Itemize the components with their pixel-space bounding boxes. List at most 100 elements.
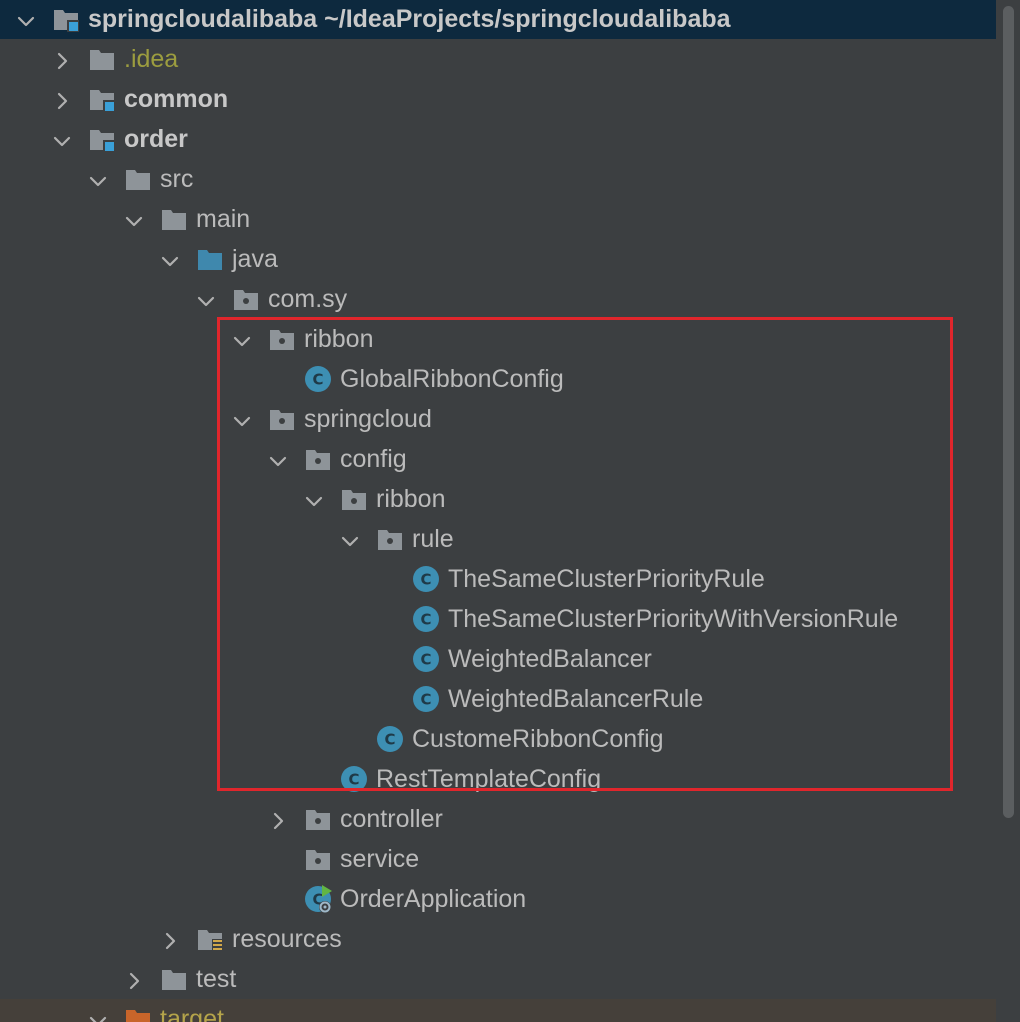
- chevron-right-icon[interactable]: [52, 89, 72, 110]
- tree-item-name: WeightedBalancerRule: [448, 685, 704, 713]
- tree-row-service[interactable]: service: [0, 839, 996, 879]
- resources-folder-icon: [196, 925, 224, 953]
- tree-item-name: java: [232, 245, 278, 273]
- tree-item-name: springcloudalibaba: [88, 5, 318, 33]
- tree-item-name: main: [196, 205, 251, 233]
- chevron-down-icon[interactable]: [232, 329, 252, 349]
- tree-item-label: OrderApplication: [340, 879, 526, 919]
- tree-item-label: ribbon: [376, 479, 446, 519]
- tree-row-idea[interactable]: .idea: [0, 39, 996, 79]
- tree-item-name: CustomeRibbonConfig: [412, 725, 664, 753]
- tree-row-customeribbonconfig[interactable]: C CustomeRibbonConfig: [0, 719, 996, 759]
- tree-row-ribbon[interactable]: ribbon: [0, 319, 996, 359]
- tree-row-thesameclusterprioritywithversionrule[interactable]: C TheSameClusterPriorityWithVersionRule: [0, 599, 996, 639]
- class-icon: C: [412, 605, 440, 633]
- tree-item-name: .idea: [124, 45, 179, 73]
- class-icon: C: [412, 565, 440, 593]
- tree-item-label: .idea: [124, 39, 178, 79]
- chevron-down-icon[interactable]: [88, 1009, 108, 1022]
- tree-row-config[interactable]: config: [0, 439, 996, 479]
- tree-row-java[interactable]: java: [0, 239, 996, 279]
- chevron-down-icon[interactable]: [52, 129, 72, 149]
- tree-item-name: service: [340, 845, 420, 873]
- chevron-right-icon[interactable]: [52, 49, 72, 70]
- source-root-folder-icon: [196, 245, 224, 273]
- tree-item-label: springcloud: [304, 399, 432, 439]
- chevron-down-icon[interactable]: [88, 169, 108, 189]
- tree-row-weightedbalancerrule[interactable]: C WeightedBalancerRule: [0, 679, 996, 719]
- tree-item-label: service: [340, 839, 419, 879]
- tree-row-main[interactable]: main: [0, 199, 996, 239]
- tree-item-name: springcloud: [304, 405, 432, 433]
- highlight-box: [217, 317, 953, 791]
- tree-row-controller[interactable]: controller: [0, 799, 996, 839]
- class-icon: C: [376, 725, 404, 753]
- chevron-down-icon[interactable]: [304, 489, 324, 509]
- tree-row-test[interactable]: test: [0, 959, 996, 999]
- tree-row-rule[interactable]: rule: [0, 519, 996, 559]
- tree-item-label: controller: [340, 799, 443, 839]
- vertical-scrollbar[interactable]: [998, 0, 1020, 1022]
- tree-row-src[interactable]: src: [0, 159, 996, 199]
- class-icon: C: [412, 645, 440, 673]
- tree-item-label: WeightedBalancerRule: [448, 679, 703, 719]
- tree-item-label: GlobalRibbonConfig: [340, 359, 564, 399]
- package-icon: [376, 525, 404, 553]
- tree-row-common[interactable]: common: [0, 79, 996, 119]
- tree-item-label: TheSameClusterPriorityRule: [448, 559, 765, 599]
- svg-text:C: C: [420, 571, 431, 589]
- tree-item-name: target: [160, 1005, 224, 1022]
- chevron-down-icon[interactable]: [340, 529, 360, 549]
- chevron-down-icon[interactable]: [124, 209, 144, 229]
- folder-icon: [160, 965, 188, 993]
- tree-row-springcloudalibaba[interactable]: springcloudalibaba ~/IdeaProjects/spring…: [0, 0, 996, 39]
- tree-row-target[interactable]: target: [0, 999, 996, 1022]
- tree-item-name: com.sy: [268, 285, 348, 313]
- class-icon: C: [340, 765, 368, 793]
- tree-item-name: common: [124, 85, 229, 113]
- chevron-down-icon[interactable]: [16, 9, 36, 29]
- tree-item-label: java: [232, 239, 278, 279]
- tree-item-label: test: [196, 959, 236, 999]
- tree-item-name: controller: [340, 805, 443, 833]
- package-icon: [340, 485, 368, 513]
- tree-row-resources[interactable]: resources: [0, 919, 996, 959]
- chevron-right-icon[interactable]: [268, 809, 288, 830]
- folder-icon: [124, 165, 152, 193]
- tree-row-order[interactable]: order: [0, 119, 996, 159]
- package-icon: [268, 325, 296, 353]
- tree-item-label: main: [196, 199, 250, 239]
- tree-item-label: order: [124, 119, 188, 159]
- chevron-right-icon[interactable]: [124, 969, 144, 990]
- tree-item-label: TheSameClusterPriorityWithVersionRule: [448, 599, 898, 639]
- scrollbar-thumb[interactable]: [1003, 6, 1014, 818]
- chevron-down-icon[interactable]: [196, 289, 216, 309]
- tree-item-label: common: [124, 79, 228, 119]
- tree-item-name: config: [340, 445, 407, 473]
- module-folder-icon: [88, 85, 116, 113]
- spring-boot-application-icon: C: [304, 885, 332, 913]
- tree-row-orderapplication[interactable]: C OrderApplication: [0, 879, 996, 919]
- package-icon: [304, 445, 332, 473]
- class-icon: C: [412, 685, 440, 713]
- tree-row-thesameclusterpriorityrule[interactable]: C TheSameClusterPriorityRule: [0, 559, 996, 599]
- chevron-down-icon[interactable]: [268, 449, 288, 469]
- svg-text:C: C: [420, 691, 431, 709]
- package-icon: [304, 845, 332, 873]
- chevron-right-icon[interactable]: [160, 929, 180, 950]
- tree-row-springcloud[interactable]: springcloud: [0, 399, 996, 439]
- chevron-down-icon[interactable]: [232, 409, 252, 429]
- svg-text:C: C: [420, 611, 431, 629]
- svg-text:C: C: [420, 651, 431, 669]
- folder-icon: [88, 45, 116, 73]
- tree-item-name: GlobalRibbonConfig: [340, 365, 564, 393]
- tree-row-ribbon[interactable]: ribbon: [0, 479, 996, 519]
- chevron-down-icon[interactable]: [160, 249, 180, 269]
- tree-row-com-sy[interactable]: com.sy: [0, 279, 996, 319]
- tree-item-name: src: [160, 165, 194, 193]
- tree-item-label: com.sy: [268, 279, 347, 319]
- tree-item-label: ribbon: [304, 319, 374, 359]
